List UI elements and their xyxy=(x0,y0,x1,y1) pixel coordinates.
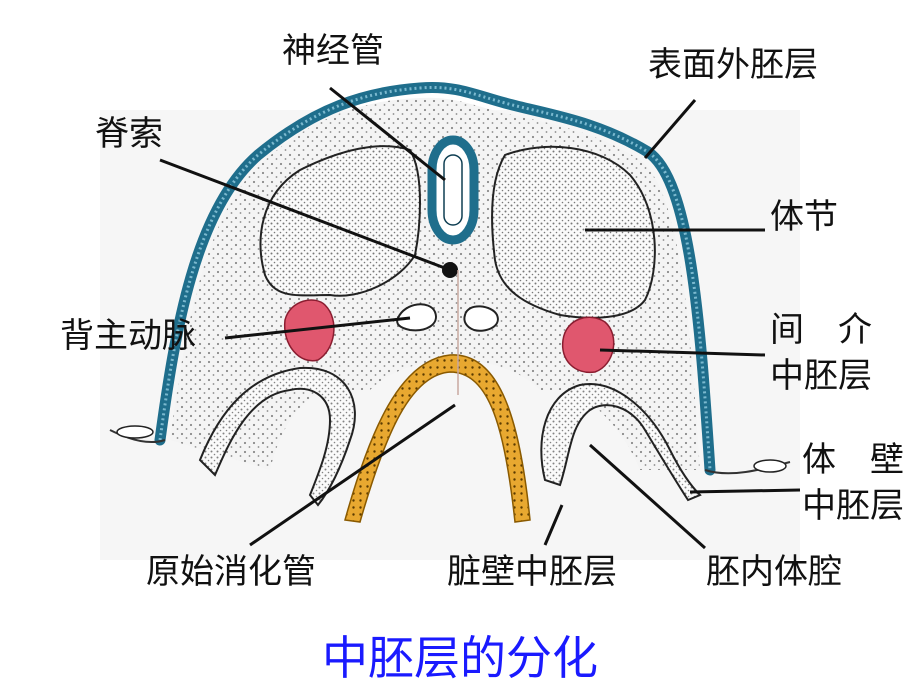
leader-lines xyxy=(159,86,801,550)
label-intermediate-mesoderm-2: 中胚层 xyxy=(770,356,872,396)
dorsal-aorta-right xyxy=(463,305,499,332)
intermediate-mesoderm-right xyxy=(561,316,615,374)
neural-tube-lumen xyxy=(443,154,463,226)
leader-coelom xyxy=(588,443,707,550)
leader-notochord xyxy=(159,158,451,272)
ectoderm-left-edge xyxy=(109,429,166,443)
label-somite: 体节 xyxy=(770,197,838,237)
label-splanchnic-mesoderm: 脏壁中胚层 xyxy=(447,552,617,592)
lateral-plate-left-dots xyxy=(200,367,355,505)
somite-left-dots xyxy=(260,146,420,296)
label-surface-ectoderm: 表面外胚层 xyxy=(648,45,818,85)
label-dorsal-aorta: 背主动脉 xyxy=(60,316,196,356)
edge-cells-right xyxy=(753,459,787,473)
leader-primitive-gut xyxy=(249,403,456,547)
label-notochord: 脊索 xyxy=(95,114,163,154)
leader-splanchnic-mesoderm xyxy=(543,504,564,546)
dorsal-aorta-left xyxy=(396,303,437,332)
leader-surface-ectoderm xyxy=(643,99,697,159)
label-somatic-mesoderm-1: 体 壁 xyxy=(802,440,904,480)
leader-neural-tube xyxy=(329,86,446,182)
label-coelom: 胚内体腔 xyxy=(706,552,842,592)
leader-dorsal-aorta xyxy=(224,316,411,340)
label-primitive-gut: 原始消化管 xyxy=(146,552,316,592)
surface-ectoderm-inner xyxy=(158,85,712,471)
intermediate-mesoderm-left xyxy=(283,299,335,362)
lateral-plate-right-dots xyxy=(541,384,700,500)
label-intermediate-mesoderm-1: 间 介 xyxy=(770,310,872,350)
label-somatic-mesoderm-2: 中胚层 xyxy=(802,486,904,526)
primitive-gut-endoderm xyxy=(344,354,531,523)
label-neural-tube: 神经管 xyxy=(282,31,384,71)
somite-right-dots xyxy=(492,146,655,318)
page-title: 中胚层的分化 xyxy=(322,631,598,685)
leader-intermediate-mesoderm xyxy=(599,348,766,357)
edge-cells-left xyxy=(116,425,154,439)
leader-somatic-mesoderm xyxy=(689,488,801,494)
